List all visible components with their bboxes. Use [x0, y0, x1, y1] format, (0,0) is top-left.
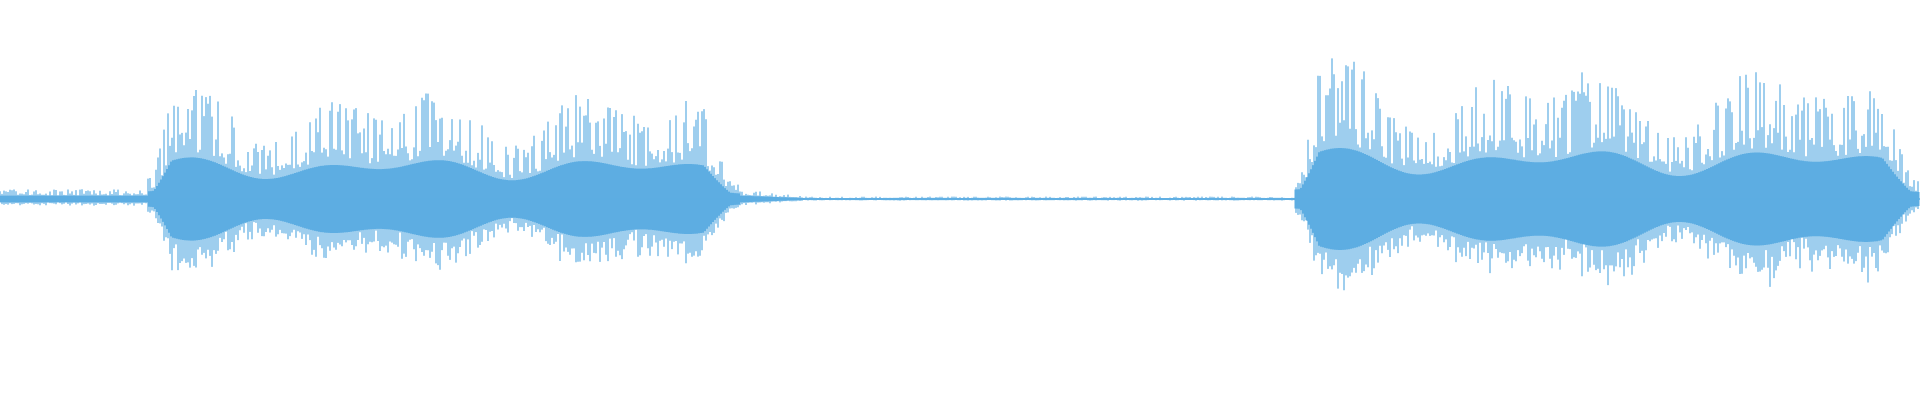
waveform-bars: [0, 58, 1920, 291]
